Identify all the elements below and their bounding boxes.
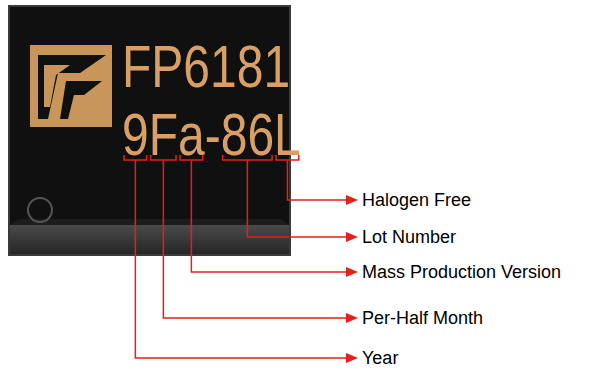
marking-text: FP6181 [122, 37, 290, 97]
pin1-dot [28, 198, 52, 222]
callout-label: Halogen Free [362, 189, 471, 211]
callout-label: Lot Number [362, 226, 456, 248]
chip-package: FP61819Fa-86L [8, 5, 291, 256]
callout-label: Year [362, 347, 398, 369]
brand-logo [30, 45, 112, 127]
callout-label: Mass Production Version [362, 261, 561, 283]
chip-edge [10, 219, 289, 225]
callout-label: Per-Half Month [362, 307, 483, 329]
chip-bevel [10, 225, 289, 254]
marking-text: 9Fa-86L [122, 105, 301, 165]
